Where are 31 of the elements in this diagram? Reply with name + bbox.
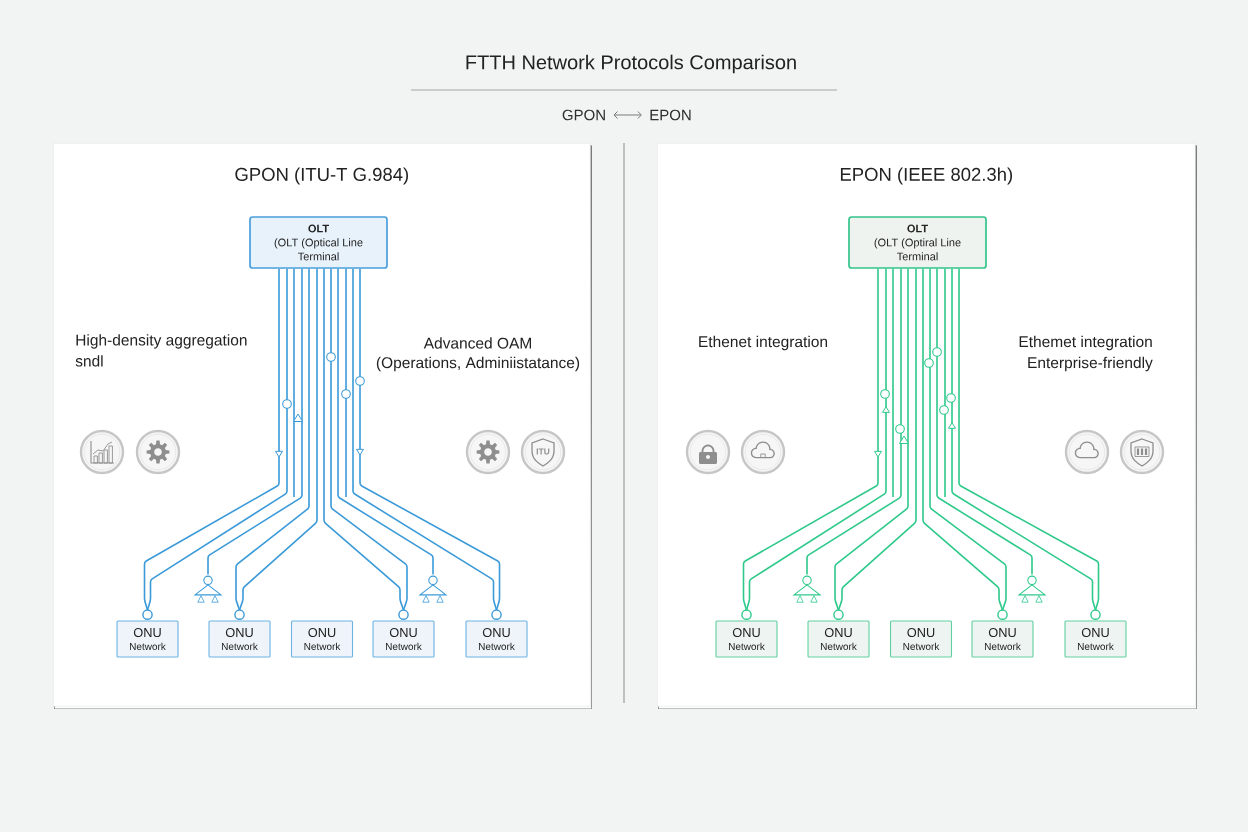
feature-label: Ethenet integration [699, 335, 827, 351]
onu-box: ONU Network [465, 620, 528, 658]
fiber-line [345, 268, 347, 498]
onu-box: ONU Network [208, 620, 271, 658]
double-arrow [613, 111, 642, 119]
fiber-line [806, 268, 902, 576]
onu-box: ONU Network [807, 620, 870, 658]
feature-label: Enterprise-friendly [1028, 356, 1153, 372]
feature-label: High-density aggregation sndl [75, 334, 247, 367]
fiber-line [337, 268, 434, 576]
onu-box: ONU Network [971, 620, 1034, 658]
feature-label: Ethemet integration [1019, 335, 1152, 351]
title: FTTH Network Protocols Comparison [466, 54, 796, 74]
fiber-line [892, 268, 894, 498]
onu-box: ONU Network [1064, 620, 1127, 658]
shield-badge: ITU [520, 429, 566, 475]
onu-box: ONU Network [889, 620, 953, 658]
feature-label: (Operations, Adminiistatance) [376, 356, 580, 372]
protocol-name: GPON [562, 109, 605, 121]
onu-box: ONU Network [372, 620, 435, 658]
fiber-line [944, 268, 946, 498]
protocol-name: EPON [650, 109, 691, 121]
olt-box: OLT (OLT (Optiral Line Terminal [848, 216, 987, 269]
onu-box: ONU Network [116, 620, 179, 658]
onu-box: ONU Network [715, 620, 778, 658]
fiber-line [936, 268, 1033, 576]
feature-label: Advanced OAM [423, 337, 531, 349]
fiber-line [207, 268, 303, 576]
fiber-line [293, 268, 295, 498]
olt-box: OLT (OLT (Optical Line Terminal [249, 216, 388, 269]
onu-box: ONU Network [290, 620, 354, 658]
